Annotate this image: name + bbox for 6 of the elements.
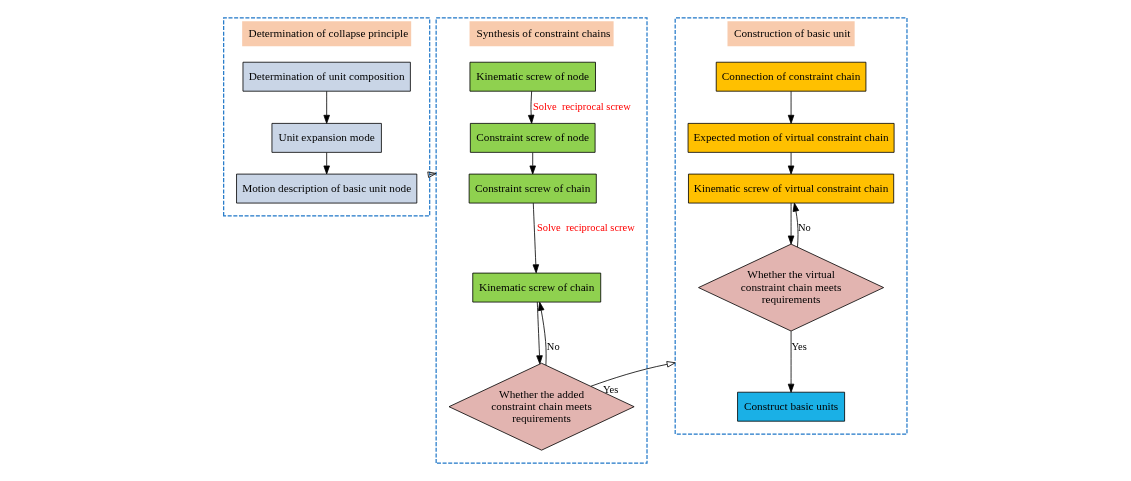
edge-label: Solve reciprocal screw [532, 101, 631, 113]
edge-label: No [546, 340, 560, 352]
edge-label: Yes [603, 383, 619, 395]
edge-label: No [797, 221, 811, 233]
edge-label: Solve reciprocal screw [536, 221, 635, 233]
edge-label: Yes [791, 340, 807, 352]
